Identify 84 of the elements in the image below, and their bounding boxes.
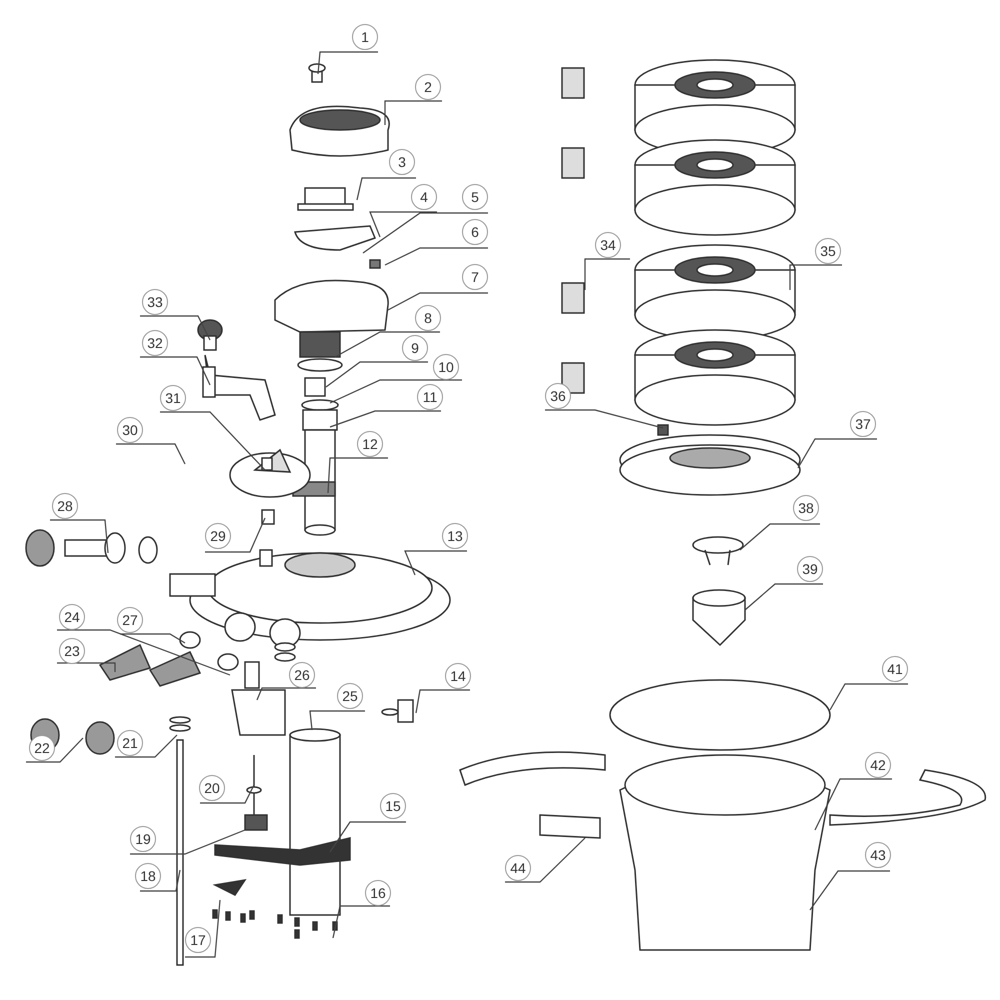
callout-number: 5 [462,184,488,210]
callout-number: 32 [142,330,168,356]
callout-number: 28 [52,493,78,519]
callout-number: 33 [142,289,168,315]
callout-number: 21 [117,730,143,756]
leader-line [120,633,186,644]
leader-line [116,443,186,464]
leader-line [115,734,178,758]
leader-line [140,356,211,386]
callout-number: 36 [545,383,571,409]
callout-number: 15 [380,793,406,819]
leader-line [140,315,211,340]
leader-line [256,687,316,700]
leader-line [740,523,820,550]
callout-number: 12 [357,431,383,457]
callout-number: 14 [445,663,471,689]
leader-line [545,409,664,429]
leader-line [334,331,440,358]
callout-number: 39 [797,556,823,582]
callout-number: 29 [205,523,231,549]
leader-line [744,583,823,610]
leader-line [384,100,442,125]
leader-line [505,838,586,883]
leader-line [332,905,390,938]
callout-number: 19 [130,826,156,852]
callout-number: 42 [865,752,891,778]
callout-number: 41 [882,656,908,682]
callout-number: 3 [389,149,415,175]
leader-line [309,710,365,730]
callout-number: 8 [415,305,441,331]
callout-number: 23 [59,638,85,664]
leader-line [317,51,378,74]
callout-number: 30 [117,417,143,443]
leader-line [330,379,462,404]
callout-number: 34 [595,232,621,258]
callout-number: 2 [415,74,441,100]
leader-line [160,411,266,470]
callout-number: 31 [160,385,186,411]
leader-line [789,264,842,290]
leader-line [415,689,470,714]
callout-number: 11 [417,384,443,410]
leader-line [57,629,230,676]
leader-line [384,247,488,266]
leader-line [584,258,630,290]
callout-number: 38 [793,495,819,521]
leader-line [185,900,221,958]
callout-number: 22 [29,735,55,761]
callout-number: 10 [433,354,459,380]
callout-number: 9 [402,335,428,361]
leader-line [26,738,84,763]
leader-line [797,438,877,468]
leader-line [404,550,467,576]
leader-line [369,211,437,238]
leader-line [326,361,428,388]
leader-line [829,683,908,710]
callout-number: 44 [505,855,531,881]
callout-number: 13 [442,523,468,549]
leader-line [140,870,181,892]
leader-line [200,784,255,804]
callout-number: 4 [411,184,437,210]
callout-number: 20 [199,775,225,801]
leader-line [327,457,388,494]
callout-number: 7 [462,264,488,290]
leader-line [205,518,266,553]
callout-number: 25 [337,683,363,709]
callout-number: 17 [185,927,211,953]
callout-number: 26 [289,662,315,688]
callout-number: 18 [135,863,161,889]
callout-number: 37 [850,411,876,437]
leader-line [356,177,416,200]
callout-number: 43 [865,842,891,868]
leader-line [814,778,892,830]
leader-line [810,870,890,910]
leader-line [362,212,488,254]
leader-line [388,292,488,311]
callout-number: 1 [352,24,378,50]
leader-line [50,519,109,554]
callout-number: 27 [117,607,143,633]
callout-number: 16 [365,880,391,906]
leader-line [330,821,406,852]
callout-number: 24 [59,604,85,630]
leader-line [330,410,441,428]
callout-number: 35 [815,238,841,264]
callout-number: 6 [462,219,488,245]
